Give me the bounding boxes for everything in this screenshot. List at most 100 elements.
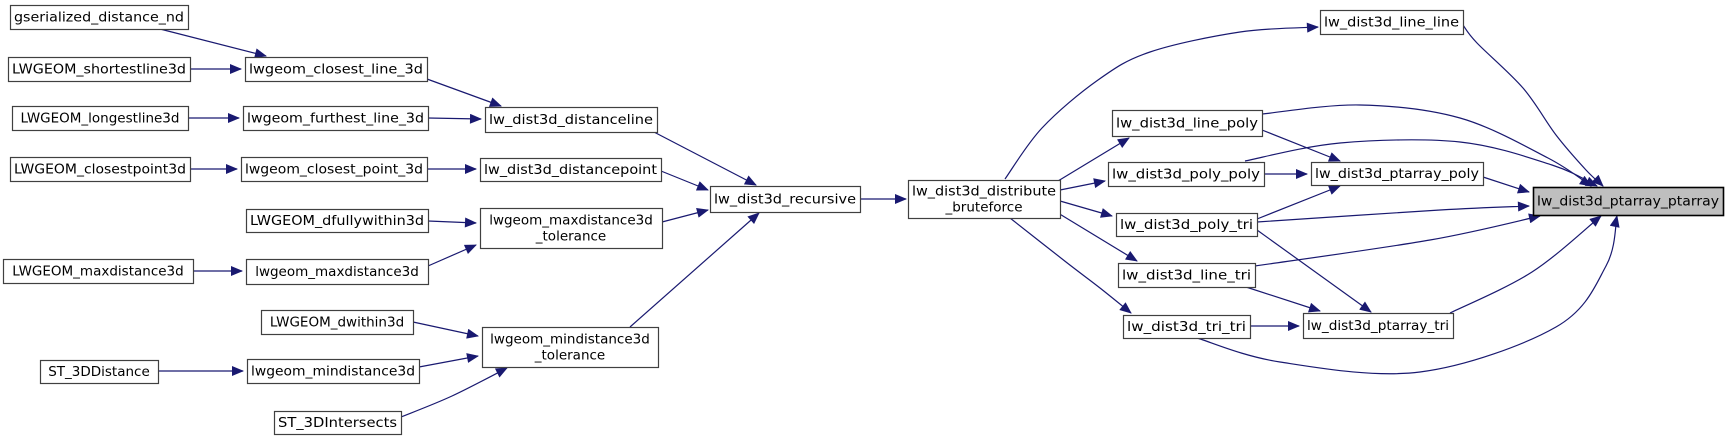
node-label: LWGEOM_closestpoint3d — [14, 162, 186, 178]
node-lwgeom_furthest_line_3d[interactable]: lwgeom_furthest_line_3d — [242, 105, 430, 132]
node-box — [481, 326, 660, 369]
node-LWGEOM_closestpoint3d[interactable]: LWGEOM_closestpoint3d — [9, 156, 192, 183]
edge-lw_dist3d_ptarray_tri--lw_dist3d_ptarray_ptarray — [1449, 215, 1602, 314]
node-lw_dist3d_distribute_bruteforce[interactable]: lw_dist3d_distribute_bruteforce — [907, 179, 1062, 220]
node-label: lwgeom_closest_line_3d — [249, 62, 423, 78]
edge-lw_dist3d_distribute_bruteforce--lw_dist3d_line_poly — [1057, 137, 1130, 182]
node-label: lw_dist3d_line_tri — [1122, 268, 1251, 284]
node-lw_dist3d_poly_tri[interactable]: lw_dist3d_poly_tri — [1115, 212, 1259, 238]
edge-lw_dist3d_poly_poly--lw_dist3d_ptarray_ptarray — [1244, 139, 1598, 187]
node-lw_dist3d_distanceline[interactable]: lw_dist3d_distanceline — [484, 106, 659, 134]
node-lw_dist3d_line_poly[interactable]: lw_dist3d_line_poly — [1111, 109, 1264, 138]
edge-gserialized_distance_nd--lwgeom_closest_line_3d — [159, 28, 267, 59]
node-label: lwgeom_maxdistance3d — [489, 213, 653, 229]
node-lw_dist3d_recursive[interactable]: lw_dist3d_recursive — [709, 185, 862, 214]
node-label: LWGEOM_dfullywithin3d — [250, 213, 424, 229]
node-lwgeom_closest_line_3d[interactable]: lwgeom_closest_line_3d — [244, 56, 429, 83]
node-box — [1111, 109, 1264, 138]
node-label: lw_dist3d_poly_poly — [1112, 167, 1260, 183]
edge-lw_dist3d_distanceline--lw_dist3d_recursive — [651, 130, 757, 186]
node-label: LWGEOM_maxdistance3d — [12, 264, 183, 280]
node-lwgeom_mindistance3d[interactable]: lwgeom_mindistance3d — [246, 358, 421, 385]
edge-ST_3DIntersects--lwgeom_mindistance3d_tolerance — [400, 367, 508, 418]
node-box — [7, 56, 192, 83]
node-label: lw_dist3d_ptarray_poly — [1315, 166, 1479, 182]
edge-lwgeom_maxdistance3d--lwgeom_maxdistance3d_tolerance — [427, 244, 477, 267]
node-box — [1310, 161, 1485, 187]
edge-lw_dist3d_distribute_bruteforce--lw_dist3d_tri_tri — [1009, 217, 1132, 314]
node-gserialized_distance_nd[interactable]: gserialized_distance_nd — [9, 4, 190, 31]
node-lwgeom_maxdistance3d[interactable]: lwgeom_maxdistance3d — [245, 258, 430, 286]
edge-layer — [158, 22, 1620, 418]
edge-lw_dist3d_distancepoint--lw_dist3d_recursive — [660, 170, 709, 191]
node-box — [244, 56, 429, 83]
node-ST_3DDistance[interactable]: ST_3DDistance — [39, 359, 160, 385]
node-box — [245, 208, 430, 234]
node-label: lwgeom_mindistance3d — [251, 364, 415, 380]
node-lw_dist3d_poly_poly[interactable]: lw_dist3d_poly_poly — [1107, 161, 1266, 188]
node-box — [1319, 9, 1465, 36]
edge-lwgeom_mindistance3d--lwgeom_mindistance3d_tolerance — [418, 353, 479, 368]
node-label: _tolerance — [534, 348, 605, 364]
node-label: lw_dist3d_ptarray_ptarray — [1537, 194, 1719, 210]
node-label: lw_dist3d_distribute — [912, 184, 1056, 200]
edge-LWGEOM_dwithin3d--lwgeom_mindistance3d_tolerance — [412, 321, 479, 339]
node-label: lw_dist3d_poly_tri — [1120, 217, 1253, 233]
node-label: lw_dist3d_distancepoint — [484, 162, 657, 178]
edge-lw_dist3d_line_tri--lw_dist3d_ptarray_tri — [1245, 286, 1321, 313]
node-LWGEOM_shortestline3d[interactable]: LWGEOM_shortestline3d — [7, 56, 192, 83]
node-lw_dist3d_line_line[interactable]: lw_dist3d_line_line — [1319, 9, 1465, 36]
node-ST_3DIntersects[interactable]: ST_3DIntersects — [273, 410, 403, 436]
node-LWGEOM_dfullywithin3d[interactable]: LWGEOM_dfullywithin3d — [245, 208, 430, 234]
node-LWGEOM_longestline3d[interactable]: LWGEOM_longestline3d — [11, 105, 190, 132]
node-box — [273, 410, 403, 436]
node-layer: gserialized_distance_ndLWGEOM_shortestli… — [2, 4, 1725, 436]
node-box — [245, 258, 430, 286]
edge-lwgeom_maxdistance3d_tolerance--lw_dist3d_recursive — [661, 207, 709, 223]
node-box — [39, 359, 160, 385]
node-label: ST_3DIntersects — [278, 415, 397, 431]
node-label: lw_dist3d_recursive — [714, 192, 856, 208]
node-box — [242, 105, 430, 132]
node-LWGEOM_maxdistance3d[interactable]: LWGEOM_maxdistance3d — [2, 258, 195, 285]
node-label: lw_dist3d_tri_tri — [1127, 319, 1246, 335]
edge-lw_dist3d_distribute_bruteforce--lw_dist3d_line_tri — [1057, 212, 1138, 262]
node-lw_dist3d_tri_tri[interactable]: lw_dist3d_tri_tri — [1122, 314, 1252, 340]
node-label: LWGEOM_longestline3d — [21, 111, 180, 127]
node-box — [240, 156, 429, 183]
node-lwgeom_closest_point_3d[interactable]: lwgeom_closest_point_3d — [240, 156, 429, 183]
node-label: LWGEOM_shortestline3d — [12, 62, 186, 78]
edge-lw_dist3d_line_poly--lw_dist3d_ptarray_ptarray — [1261, 104, 1592, 187]
node-box — [2, 258, 195, 285]
node-lw_dist3d_line_tri[interactable]: lw_dist3d_line_tri — [1117, 262, 1257, 289]
node-lwgeom_maxdistance3d_tolerance[interactable]: lwgeom_maxdistance3d_tolerance — [479, 207, 664, 250]
node-lwgeom_mindistance3d_tolerance[interactable]: lwgeom_mindistance3d_tolerance — [481, 326, 660, 369]
node-LWGEOM_dwithin3d[interactable]: LWGEOM_dwithin3d — [260, 309, 415, 336]
node-box — [9, 4, 190, 31]
edge-lw_dist3d_line_line--lw_dist3d_ptarray_ptarray — [1462, 24, 1604, 187]
edge-lw_dist3d_distribute_bruteforce--lw_dist3d_line_line — [1004, 22, 1319, 180]
edge-lw_dist3d_distribute_bruteforce--lw_dist3d_poly_poly — [1059, 178, 1106, 191]
edge-lw_dist3d_tri_tri--lw_dist3d_ptarray_ptarray — [1196, 215, 1620, 375]
node-lw_dist3d_distancepoint[interactable]: lw_dist3d_distancepoint — [479, 157, 663, 183]
node-label: lwgeom_mindistance3d — [490, 332, 650, 348]
node-box — [1117, 262, 1257, 289]
node-label: _bruteforce — [944, 200, 1022, 216]
node-label: _tolerance — [535, 229, 606, 245]
node-label: lwgeom_closest_point_3d — [245, 162, 423, 178]
node-lw_dist3d_ptarray_poly[interactable]: lw_dist3d_ptarray_poly — [1310, 161, 1485, 187]
node-label: lwgeom_furthest_line_3d — [247, 111, 424, 127]
edge-lwgeom_mindistance3d_tolerance--lw_dist3d_recursive — [629, 212, 760, 328]
node-box — [9, 156, 192, 183]
node-label: lw_dist3d_line_line — [1324, 15, 1459, 31]
node-box — [1115, 212, 1259, 238]
node-label: lw_dist3d_line_poly — [1116, 116, 1258, 132]
node-label: LWGEOM_dwithin3d — [270, 315, 404, 331]
node-box — [1107, 161, 1266, 188]
edge-lwgeom_furthest_line_3d--lw_dist3d_distanceline — [427, 113, 482, 124]
node-box — [709, 185, 862, 214]
node-lw_dist3d_ptarray_tri[interactable]: lw_dist3d_ptarray_tri — [1302, 312, 1455, 340]
node-label: ST_3DDistance — [48, 364, 150, 380]
